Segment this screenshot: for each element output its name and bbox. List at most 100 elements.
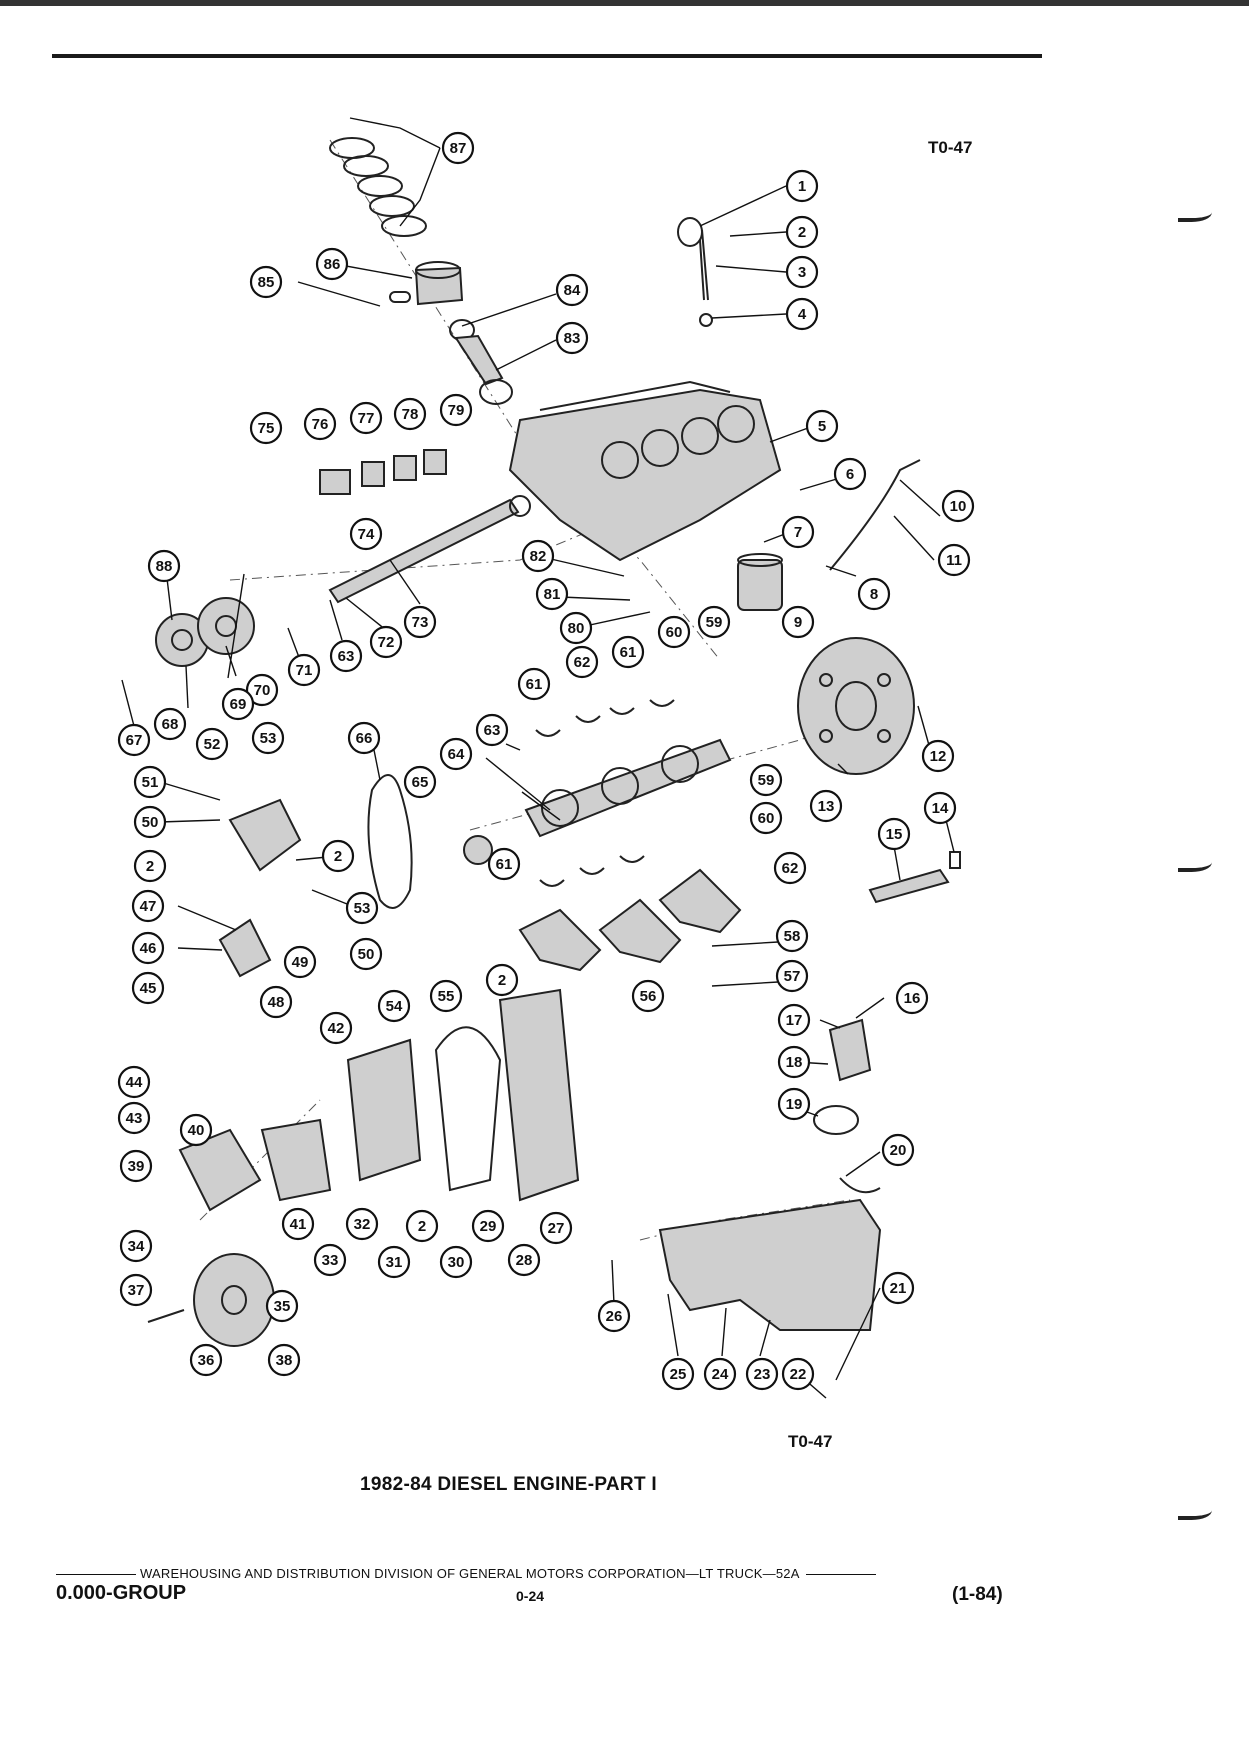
callout-51-label: 51 [142, 774, 159, 791]
oil-filler-tube [677, 217, 713, 327]
dipstick-tube [829, 459, 921, 571]
callout-33: 33 [313, 1243, 347, 1277]
callout-36: 36 [189, 1343, 223, 1377]
callout-27-label: 27 [548, 1220, 565, 1237]
callout-50a: 50 [133, 805, 167, 839]
margin-mark [1178, 1504, 1212, 1520]
callout-1: 1 [785, 169, 819, 203]
callout-87: 87 [441, 131, 475, 165]
callout-77-label: 77 [358, 410, 375, 427]
callout-45: 45 [131, 971, 165, 1005]
callout-69: 69 [221, 687, 255, 721]
callout-72: 72 [369, 625, 403, 659]
callout-76-label: 76 [312, 416, 329, 433]
margin-mark [1178, 206, 1212, 222]
callout-83-label: 83 [564, 330, 581, 347]
margin-mark [1178, 856, 1212, 872]
callout-2a-label: 2 [798, 224, 806, 241]
callout-70-label: 70 [254, 682, 271, 699]
cylinder-block [508, 380, 782, 562]
callout-2e: 2 [485, 963, 519, 997]
callout-21-label: 21 [890, 1280, 907, 1297]
footer-rule-left [56, 1574, 136, 1576]
callout-73: 73 [403, 605, 437, 639]
callout-36-label: 36 [198, 1352, 215, 1369]
callout-53a: 53 [251, 721, 285, 755]
callout-25-label: 25 [670, 1366, 687, 1383]
callout-63b-label: 63 [484, 722, 501, 739]
callout-2d: 2 [133, 849, 167, 883]
callout-29-label: 29 [480, 1218, 497, 1235]
callout-56: 56 [631, 979, 665, 1013]
callout-68-label: 68 [162, 716, 179, 733]
callout-14: 14 [923, 791, 957, 825]
oil-pump [813, 1018, 872, 1135]
callout-78: 78 [393, 397, 427, 431]
leader-lines [121, 117, 955, 1399]
footer-rule-right [805, 1574, 876, 1576]
callout-15-label: 15 [886, 826, 903, 843]
callout-46-label: 46 [140, 940, 157, 957]
callout-81: 81 [535, 577, 569, 611]
callout-55: 55 [429, 979, 463, 1013]
callout-9-label: 9 [794, 614, 802, 631]
callout-73-label: 73 [412, 614, 429, 631]
cam-sprockets [155, 597, 255, 667]
callout-41: 41 [281, 1207, 315, 1241]
callout-42: 42 [319, 1011, 353, 1045]
callout-39-label: 39 [128, 1158, 145, 1175]
callout-60a-label: 60 [666, 624, 683, 641]
header-rule [52, 54, 1042, 58]
callout-68: 68 [153, 707, 187, 741]
callout-40: 40 [179, 1113, 213, 1147]
callout-86: 86 [315, 247, 349, 281]
callout-57-label: 57 [784, 968, 801, 985]
callout-34-label: 34 [128, 1238, 145, 1255]
callout-54: 54 [377, 989, 411, 1023]
callout-17-label: 17 [786, 1012, 803, 1029]
callout-52: 52 [195, 727, 229, 761]
water-outlet [218, 798, 302, 978]
callout-27: 27 [539, 1211, 573, 1245]
callout-2c: 2 [321, 839, 355, 873]
callout-61c: 61 [487, 847, 521, 881]
callout-38-label: 38 [276, 1352, 293, 1369]
callout-46: 46 [131, 931, 165, 965]
callout-35-label: 35 [274, 1298, 291, 1315]
footer-group: 0.000-GROUP [56, 1582, 187, 1604]
callout-31-label: 31 [386, 1254, 403, 1271]
water-pump [178, 1118, 332, 1212]
callout-15: 15 [877, 817, 911, 851]
callout-12-label: 12 [930, 748, 947, 765]
callout-50b-label: 50 [358, 946, 375, 963]
callout-61c-label: 61 [496, 856, 513, 873]
callout-72-label: 72 [378, 634, 395, 651]
callout-28: 28 [507, 1243, 541, 1277]
callout-26-label: 26 [606, 1308, 623, 1325]
callout-40-label: 40 [188, 1122, 205, 1139]
callout-4-label: 4 [798, 306, 807, 323]
callout-67: 67 [117, 723, 151, 757]
callout-62b: 62 [773, 851, 807, 885]
callout-9: 9 [781, 605, 815, 639]
callout-71: 71 [287, 653, 321, 687]
callout-32-label: 32 [354, 1216, 371, 1233]
callout-83: 83 [555, 321, 589, 355]
callout-59a-label: 59 [706, 614, 723, 631]
callout-80-label: 80 [568, 620, 585, 637]
callout-67-label: 67 [126, 732, 143, 749]
callout-30: 30 [439, 1245, 473, 1279]
callout-24: 24 [703, 1357, 737, 1391]
callout-53a-label: 53 [260, 730, 277, 747]
callout-79-label: 79 [448, 402, 465, 419]
callout-65: 65 [403, 765, 437, 799]
camshaft [328, 495, 531, 604]
callout-44-label: 44 [126, 1074, 143, 1091]
callout-48: 48 [259, 985, 293, 1019]
callout-85-label: 85 [258, 274, 275, 291]
callout-77: 77 [349, 401, 383, 435]
callout-57: 57 [775, 959, 809, 993]
callout-2b: 2 [405, 1209, 439, 1243]
flywheel [797, 637, 915, 775]
callout-32: 32 [345, 1207, 379, 1241]
